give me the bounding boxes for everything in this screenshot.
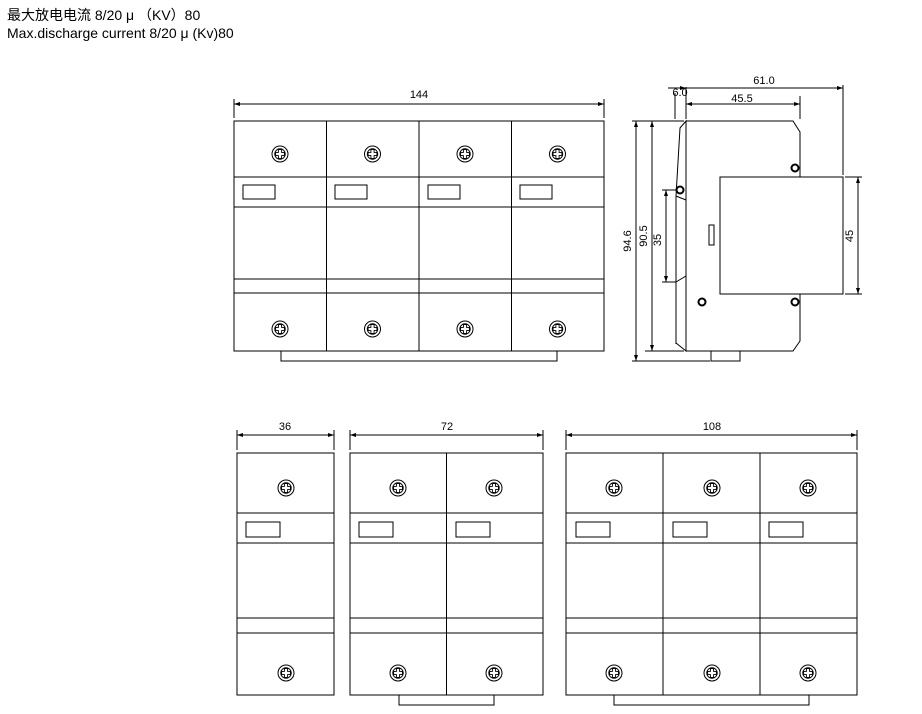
title-block: 最大放电电流 8/20 μ （KV）80 Max.discharge curre… xyxy=(7,6,234,42)
dimension-height-total: 94.6 xyxy=(622,230,634,251)
title-english: Max.discharge current 8/20 μ (Kv)80 xyxy=(7,25,234,41)
dimension-width-2pole: 72 xyxy=(441,421,453,433)
side-view: 61.0 45.5 6.0 94.6 90.5 35 45 xyxy=(622,75,862,362)
status-window xyxy=(768,521,804,538)
status-window xyxy=(242,184,553,200)
title-chinese: 最大放电电流 8/20 μ （KV）80 xyxy=(7,7,201,23)
dimension-width-1pole: 36 xyxy=(279,421,291,433)
front-cover xyxy=(719,176,844,295)
screw-icon xyxy=(389,479,407,497)
status-window xyxy=(358,521,394,538)
screw-icon xyxy=(389,664,407,682)
din-rail-clip xyxy=(280,351,558,362)
dimension-height-body: 90.5 xyxy=(638,225,650,246)
screw-icon xyxy=(485,664,503,682)
status-window xyxy=(455,521,491,538)
dimension-offset: 6.0 xyxy=(672,87,687,99)
screw-icon xyxy=(703,479,721,497)
screw-icon xyxy=(799,664,817,682)
front-view-4pole: 144 xyxy=(233,89,605,362)
status-window xyxy=(245,521,281,538)
dimension-width-4pole: 144 xyxy=(410,89,428,101)
din-rail-clip xyxy=(613,695,810,706)
screw-icon xyxy=(703,664,721,682)
screw-icon xyxy=(277,479,295,497)
dimension-depth-total: 61.0 xyxy=(753,75,774,87)
dimension-height-rail: 35 xyxy=(652,234,664,246)
front-view-1pole: 36 xyxy=(236,421,335,696)
screw-icon xyxy=(485,479,503,497)
screw-icon xyxy=(277,664,295,682)
dimension-height-front: 45 xyxy=(844,230,856,242)
screw-icon xyxy=(605,664,623,682)
status-window xyxy=(672,521,708,538)
screw-icon xyxy=(605,479,623,497)
dimension-width-3pole: 108 xyxy=(703,421,721,433)
din-rail-clip xyxy=(398,695,495,706)
screw-icon xyxy=(799,479,817,497)
status-window xyxy=(575,521,611,538)
dimension-depth-mid: 45.5 xyxy=(731,93,752,105)
front-view-2pole: 72 xyxy=(349,421,544,706)
side-body xyxy=(685,120,801,362)
front-view-3pole: 108 xyxy=(565,421,858,706)
